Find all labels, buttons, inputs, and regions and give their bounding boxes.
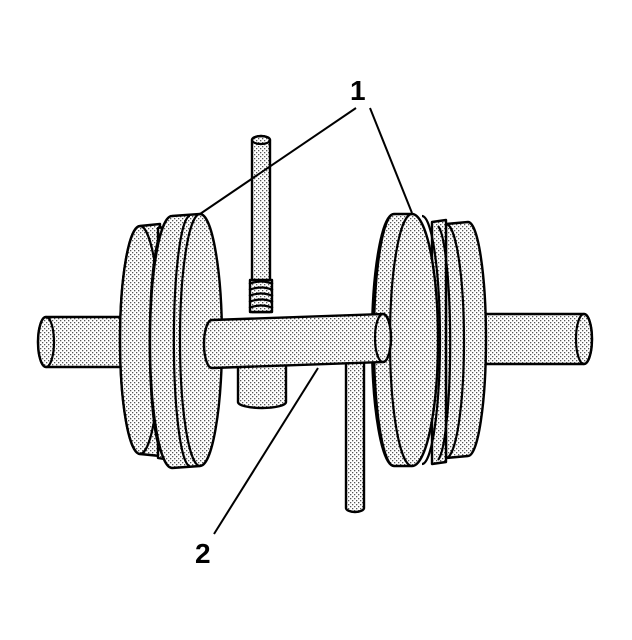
leader-1-left bbox=[199, 107, 357, 215]
leader-lines bbox=[199, 107, 413, 535]
leader-1-right bbox=[369, 107, 413, 214]
threaded-rod bbox=[248, 134, 274, 314]
cross-bar bbox=[202, 312, 393, 370]
left-gear-assembly bbox=[118, 212, 224, 470]
left-shaft bbox=[36, 315, 137, 369]
lower-rod bbox=[344, 360, 366, 514]
lower-block bbox=[236, 354, 288, 410]
leader-2 bbox=[213, 367, 319, 535]
right-gear-assembly bbox=[370, 212, 488, 468]
right-shaft bbox=[476, 312, 594, 366]
callout-1: 1 bbox=[350, 75, 366, 106]
callout-2: 2 bbox=[195, 538, 211, 569]
